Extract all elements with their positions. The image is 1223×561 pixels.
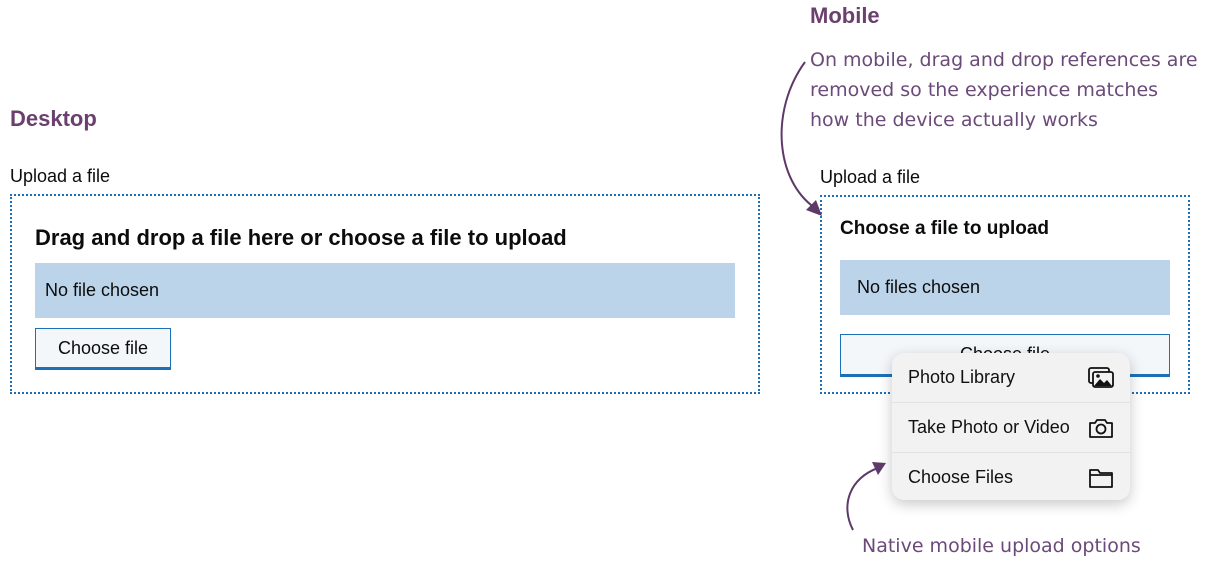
photo-library-icon <box>1088 366 1114 388</box>
mobile-upload-title: Choose a file to upload <box>840 218 1050 239</box>
arrowhead-icon <box>872 462 886 475</box>
camera-icon <box>1089 418 1113 438</box>
desktop-file-status: No file chosen <box>35 263 735 318</box>
desktop-upload-label: Upload a file <box>10 166 111 186</box>
desktop-choose-file-button[interactable]: Choose file <box>35 328 171 370</box>
annotation-line: On mobile, drag and drop references are <box>810 49 1198 71</box>
mobile-upload-label: Upload a file <box>820 167 921 187</box>
annotation-line: removed so the experience matches <box>810 79 1159 101</box>
menu-item-photo-library[interactable]: Photo Library <box>892 353 1130 402</box>
menu-item-take-photo[interactable]: Take Photo or Video <box>892 402 1130 452</box>
arrowhead-icon <box>806 200 822 216</box>
menu-item-label: Choose Files <box>908 467 1014 487</box>
desktop-drop-zone[interactable]: Drag and drop a file here or choose a fi… <box>10 194 760 394</box>
menu-item-label: Take Photo or Video <box>908 417 1070 437</box>
annotation-arrow-top <box>780 61 816 209</box>
menu-item-choose-files[interactable]: Choose Files <box>892 452 1130 500</box>
mobile-file-status: No files chosen <box>840 260 1170 315</box>
menu-annotation: Native mobile upload options <box>862 535 1141 557</box>
mobile-annotation: On mobile, drag and drop references are … <box>810 45 1198 135</box>
mobile-heading: Mobile <box>810 3 880 28</box>
native-upload-menu: Photo Library Take Photo or Video Choose… <box>892 353 1130 500</box>
folder-icon <box>1089 468 1113 488</box>
menu-item-label: Photo Library <box>908 367 1016 387</box>
annotation-line: how the device actually works <box>810 109 1098 131</box>
annotation-arrow-bottom <box>846 467 879 531</box>
desktop-drop-title: Drag and drop a file here or choose a fi… <box>35 225 567 250</box>
desktop-heading: Desktop <box>10 106 97 131</box>
